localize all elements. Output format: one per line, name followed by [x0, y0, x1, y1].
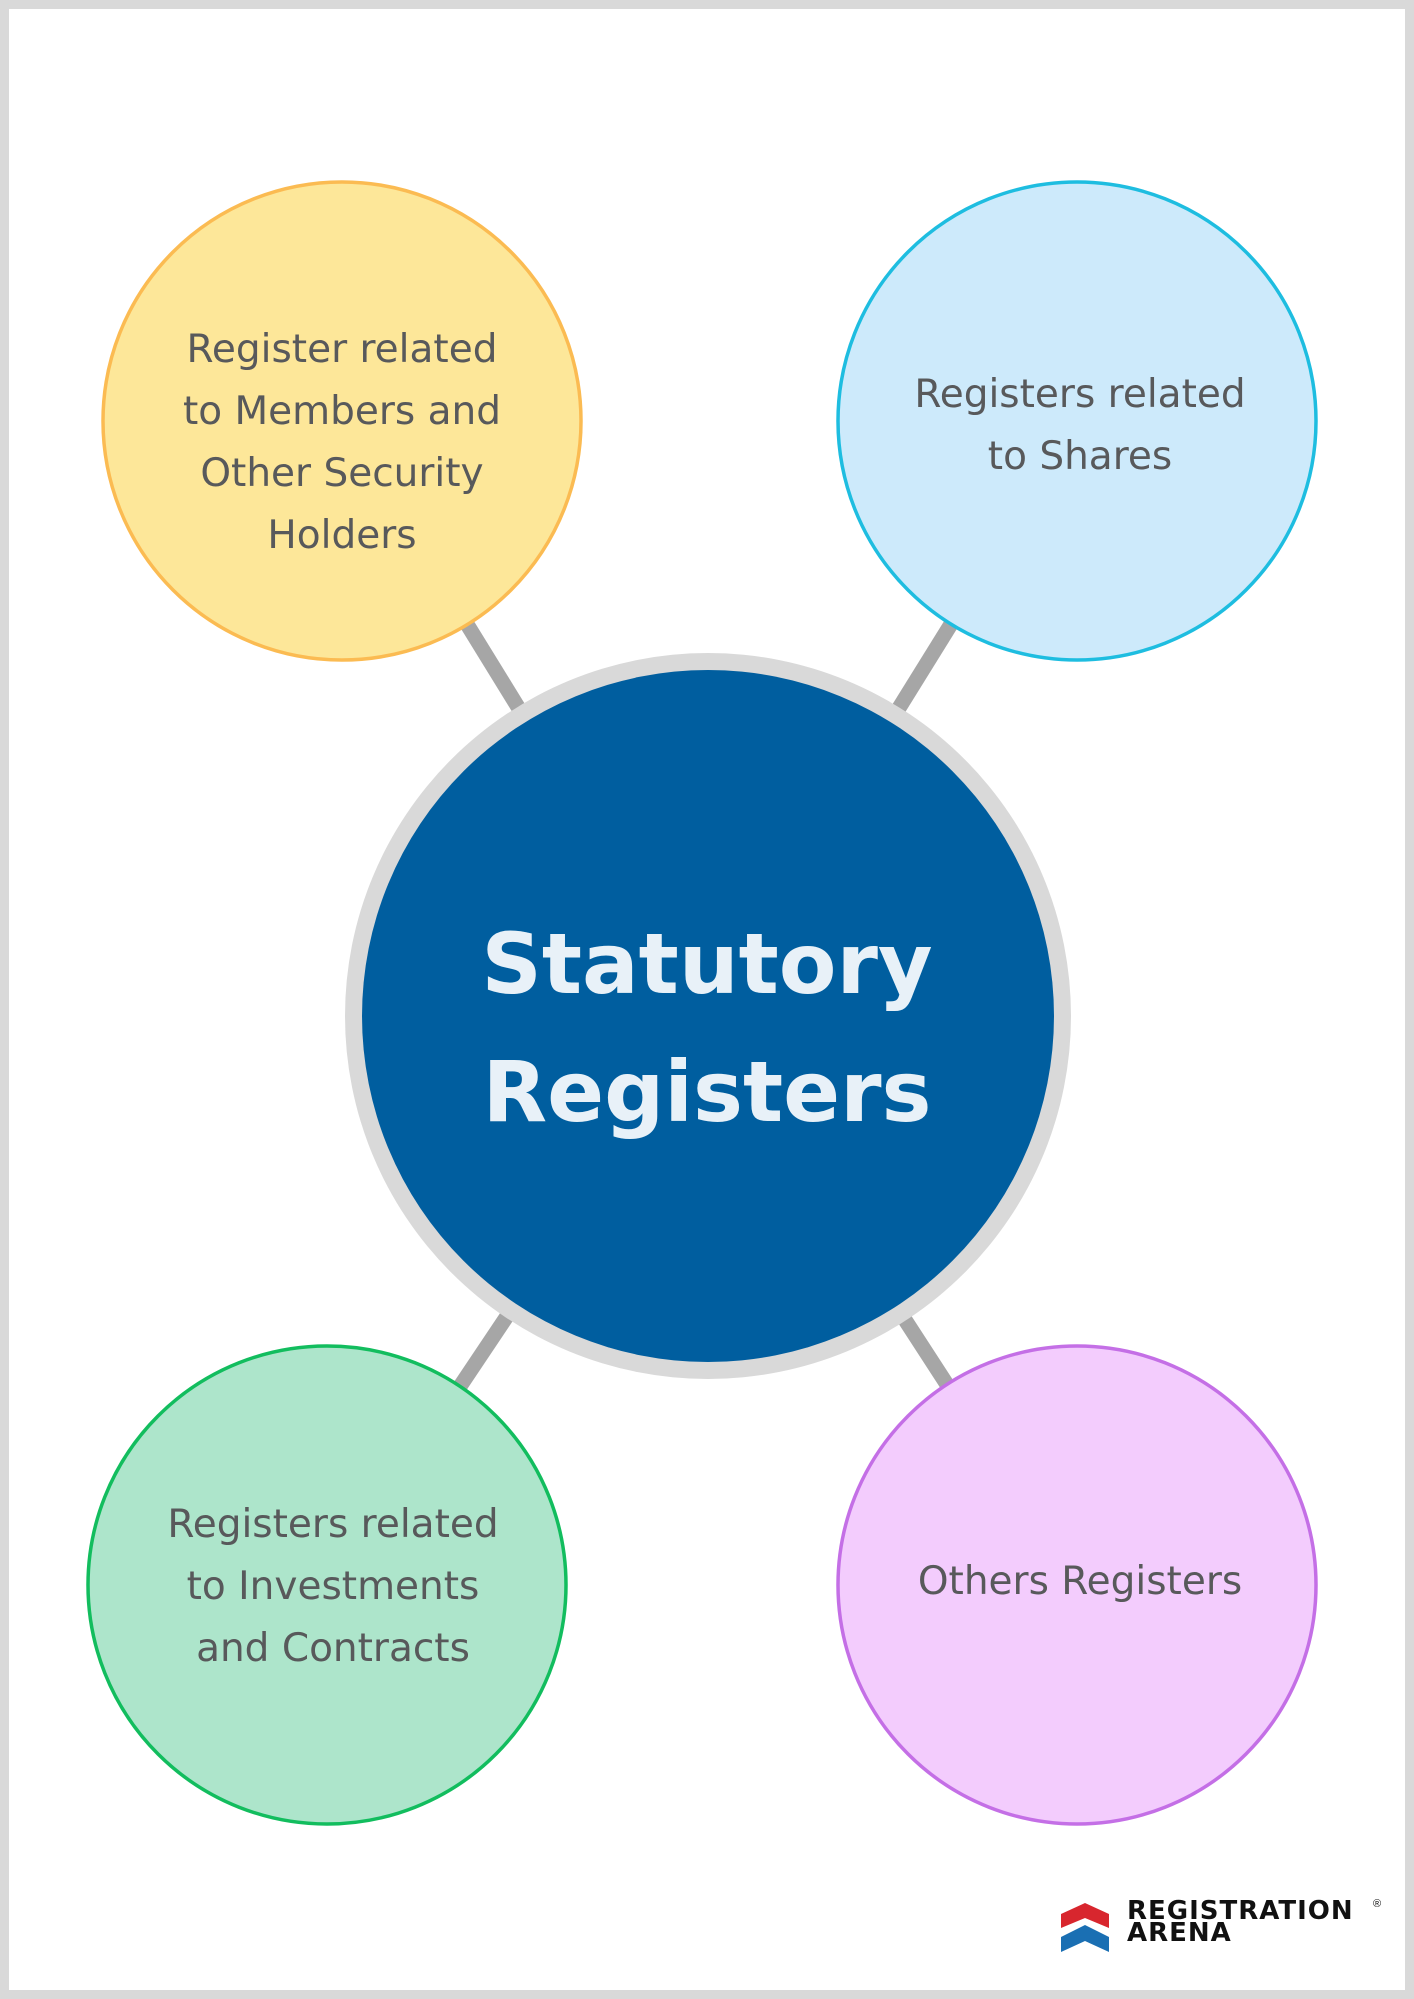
node-members-line: Holders	[267, 513, 417, 558]
node-shares-line: to Shares	[987, 434, 1173, 479]
logo-line-1: REGISTRATION	[1127, 1896, 1354, 1926]
node-members-line: Other Security	[200, 451, 484, 496]
center-title-line-2: Registers	[482, 1043, 932, 1141]
node-others-label: Others Registers	[840, 1551, 1320, 1613]
center-circle	[362, 670, 1054, 1362]
node-investments-line: to Investments	[186, 1564, 480, 1609]
node-members-label: Register related to Members and Other Se…	[102, 319, 582, 567]
node-members-circle	[101, 180, 583, 662]
node-members-line: to Members and	[182, 389, 502, 434]
logo-line-2: ARENA	[1127, 1918, 1232, 1948]
center-title: Statutory Registers	[361, 900, 1053, 1156]
chevron-logo-icon	[1061, 1903, 1109, 1952]
node-investments-circle	[86, 1344, 568, 1826]
registration-arena-logo: REGISTRATION ARENA ®	[1061, 1896, 1391, 1960]
node-shares-label: Registers related to Shares	[840, 364, 1320, 488]
node-shares-line: Registers related	[914, 372, 1246, 417]
node-investments-label: Registers related to Investments and Con…	[93, 1494, 573, 1680]
node-others-circle	[836, 1344, 1318, 1826]
logo-chevron-top	[1061, 1903, 1109, 1928]
node-members-line: Register related	[186, 327, 498, 372]
node-others-line: Others Registers	[917, 1559, 1243, 1604]
logo-chevron-bottom	[1061, 1925, 1109, 1952]
node-investments-line: Registers related	[167, 1502, 499, 1547]
node-investments-line: and Contracts	[196, 1626, 470, 1671]
center-title-line-1: Statutory	[481, 915, 933, 1013]
node-shares-circle	[836, 180, 1318, 662]
registered-trademark-mark: ®	[1373, 1898, 1382, 1910]
logo-wordmark: REGISTRATION ARENA	[1127, 1896, 1354, 1948]
